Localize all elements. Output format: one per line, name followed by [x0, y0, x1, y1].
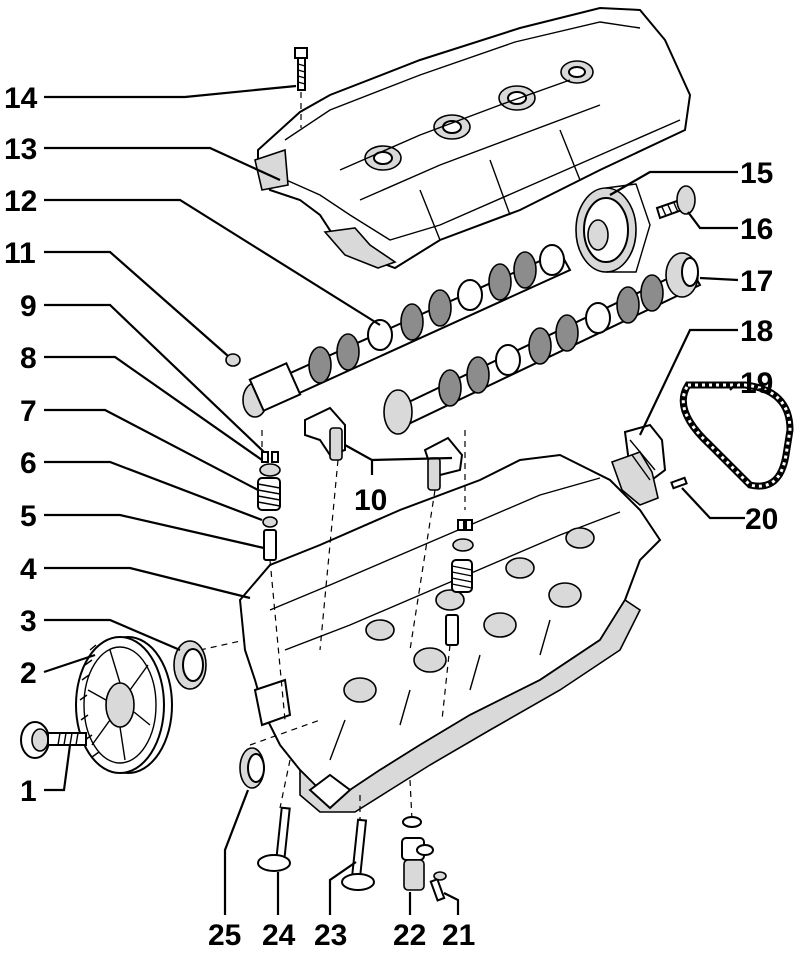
callout-17: 17 — [740, 265, 773, 298]
leader-10 — [344, 444, 453, 475]
callout-16: 16 — [740, 213, 773, 246]
callout-24: 24 — [262, 919, 296, 952]
valve-24 — [257, 806, 291, 872]
callout-5: 5 — [20, 500, 37, 533]
callout-8: 8 — [20, 342, 37, 375]
callout-3: 3 — [20, 605, 37, 638]
leader-21 — [443, 892, 460, 915]
exhaust-camshaft — [383, 252, 702, 435]
gear-25 — [239, 747, 265, 789]
valve-23 — [341, 818, 375, 891]
bolt-1 — [20, 721, 87, 759]
chain-19 — [679, 381, 794, 490]
callout-6: 6 — [20, 447, 37, 480]
leader-1 — [44, 744, 72, 792]
callout-18: 18 — [740, 315, 773, 348]
tensioner-18 — [610, 423, 667, 506]
callout-12: 12 — [4, 185, 37, 218]
bolt-16 — [655, 185, 696, 220]
callout-4: 4 — [20, 553, 37, 586]
callout-15: 15 — [740, 157, 773, 190]
leader-15 — [609, 170, 738, 196]
callout-7: 7 — [20, 395, 37, 428]
leader-3 — [44, 618, 181, 652]
leader-14 — [44, 84, 297, 99]
leader-18 — [639, 328, 738, 436]
bolt-14 — [294, 47, 308, 128]
callout-11: 11 — [4, 237, 36, 270]
cover-cam-saddles — [364, 60, 594, 171]
callout-25: 25 — [208, 919, 241, 952]
cylinder-head-cover — [254, 6, 692, 270]
leader-7 — [44, 408, 259, 491]
leader-lines — [43, 84, 745, 915]
camshaft-gear-2 — [75, 636, 173, 774]
leader-11 — [44, 250, 229, 357]
intake-camshaft — [242, 244, 572, 418]
bolt-21 — [429, 871, 447, 902]
leader-19 — [729, 381, 739, 391]
camshaft-adjuster-15 — [575, 183, 651, 273]
leader-25 — [223, 789, 250, 915]
leader-13 — [44, 146, 281, 182]
leader-9 — [44, 303, 265, 453]
leader-8 — [44, 355, 263, 461]
leader-4 — [44, 566, 251, 600]
sensor-22 — [401, 816, 434, 891]
callout-22: 22 — [393, 919, 426, 952]
pin-11 — [225, 353, 241, 367]
callout-21: 21 — [442, 919, 475, 952]
callout-2: 2 — [20, 657, 37, 690]
head-ports — [343, 527, 595, 703]
callout-14: 14 — [4, 82, 38, 115]
valve-spring-7 — [257, 477, 473, 593]
valve-alignment-lines — [199, 430, 466, 821]
callout-13: 13 — [4, 133, 37, 166]
leader-16 — [687, 211, 738, 230]
callout-numbers: 14 13 12 11 9 8 7 6 5 4 3 2 1 10 15 16 1… — [4, 82, 778, 952]
leader-5 — [44, 513, 265, 550]
callout-19: 19 — [740, 367, 773, 400]
callout-9: 9 — [20, 290, 37, 323]
callout-20: 20 — [745, 503, 778, 536]
callout-1: 1 — [20, 775, 37, 808]
leader-17 — [699, 276, 739, 282]
leader-6 — [44, 460, 263, 522]
leader-23 — [328, 861, 357, 915]
callout-10: 10 — [354, 484, 387, 517]
rocker-10 — [304, 406, 464, 491]
valve-guide-5 — [263, 529, 459, 646]
leader-2 — [43, 653, 96, 674]
bolt-20 — [670, 476, 688, 490]
leader-20 — [681, 487, 745, 520]
leader-12 — [44, 198, 381, 326]
callout-23: 23 — [314, 919, 347, 952]
spring-seat-6 — [259, 463, 474, 552]
hub-3 — [173, 640, 207, 690]
